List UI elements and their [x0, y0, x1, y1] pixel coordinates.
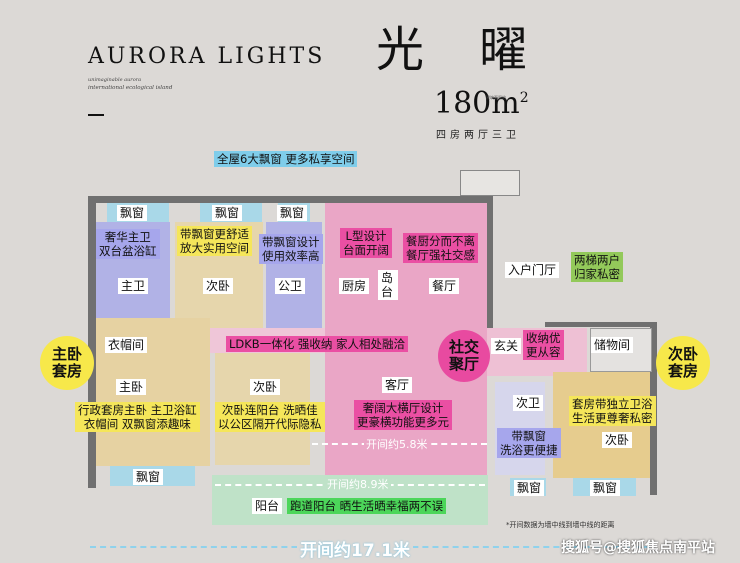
- label-bedroom: 次卧: [203, 278, 234, 294]
- tag-line: 使用效率高: [262, 249, 320, 263]
- label-bedroom: 次卧: [602, 432, 633, 448]
- tag-bedroom3: 次卧连阳台 洗晒佳以公区隔开代际隐私: [215, 402, 325, 432]
- wall-storage-top: [545, 322, 657, 327]
- label-bay-window: 飘窗: [514, 480, 545, 496]
- area-sup: 2: [519, 90, 529, 106]
- area-caption: 建筑面积约: [486, 95, 506, 100]
- divider: [88, 114, 104, 116]
- wall-left: [88, 196, 96, 488]
- label-balcony: 阳台: [252, 498, 283, 514]
- tag-line: 带飘窗更舒适: [180, 227, 249, 241]
- tag-line: 套房: [51, 362, 82, 380]
- wall-right-entry: [487, 203, 493, 328]
- tag-line: 次卧: [667, 345, 698, 363]
- brand-title-en: AURORA LIGHTS: [88, 44, 326, 69]
- wall-top: [88, 196, 493, 203]
- tag-line: L型设计: [345, 229, 387, 243]
- label-master-bath: 主卫: [118, 278, 149, 294]
- tag-line: 归家私密: [574, 267, 620, 281]
- label-bath2: 次卫: [513, 395, 544, 411]
- label-dining: 餐厅: [429, 278, 460, 294]
- tag-elevator: 两梯两户归家私密: [571, 252, 623, 282]
- tag-line: 行政套房主卧 主卫浴缸: [78, 403, 197, 417]
- label-bedroom: 次卧: [250, 379, 281, 395]
- tag-line: 带飘窗: [511, 429, 547, 443]
- label-bay-window: 飘窗: [212, 205, 243, 221]
- tag-bath2: 带飘窗洗浴更便捷: [497, 428, 561, 458]
- label-island: 岛台: [378, 270, 398, 300]
- dim-balcony: 开间约8.9米: [325, 476, 391, 492]
- tag-kitchen: L型设计台面开阔: [340, 228, 392, 258]
- layout-type: 四房两厅三卫: [436, 130, 520, 141]
- label-entry-hall: 入户门厅: [505, 262, 560, 278]
- dim-total: 开间约17.1米: [297, 536, 413, 561]
- tag-foyer: 收纳优更从容: [523, 330, 564, 360]
- footnote: *开间数据为墙中线到墙中线的距离: [506, 521, 615, 529]
- label-master-bedroom: 主卧: [116, 379, 147, 395]
- tag-master: 行政套房主卧 主卫浴缸衣帽间 双飘窗添趣味: [75, 402, 200, 432]
- bubble-second-suite: 次卧套房: [656, 336, 710, 390]
- tag-balcony: 跑道阳台 晒生活晒幸福两不误: [287, 498, 447, 514]
- tag-line: 两梯两户: [574, 253, 620, 267]
- tag-line: 餐厨分而不离: [406, 234, 475, 248]
- tag-windows: 全屋6大飘窗 更多私享空间: [214, 151, 358, 167]
- tag-bedroom4: 套房带独立卫浴生活更尊奢私密: [569, 396, 656, 426]
- tag-line: 奢华主卫: [104, 230, 151, 244]
- tag-line: 双台盆浴缸: [99, 244, 157, 258]
- tag-line: 衣帽间 双飘窗添趣味: [83, 417, 191, 431]
- dim-living: 开间约5.8米: [364, 436, 430, 452]
- label-closet: 衣帽间: [105, 337, 148, 353]
- tag-line: 次卧连阳台 洗晒佳: [221, 403, 318, 417]
- bubble-master-suite: 主卧套房: [40, 336, 94, 390]
- watermark: 搜狐号@搜狐焦点南平站: [561, 540, 715, 556]
- area: 180m2: [434, 86, 529, 121]
- tag-line: 奢阔大横厅设计: [362, 401, 444, 415]
- tag-line: 聚厅: [448, 355, 479, 373]
- bubble-social: 社交聚厅: [438, 330, 490, 382]
- brand-subtitle-1: unimaginable aurora: [88, 77, 142, 83]
- tag-master-bath: 奢华主卫双台盆浴缸: [96, 229, 160, 259]
- label-living: 客厅: [382, 377, 413, 393]
- brand-subtitle-2: international ecological island: [88, 85, 173, 91]
- tag-dining: 餐厨分而不离餐厅强社交感: [403, 233, 478, 263]
- brand-title-cn: 光 曜: [376, 22, 548, 78]
- tag-line: 台面开阔: [343, 243, 389, 257]
- tag-line: 更从容: [526, 345, 561, 359]
- tag-ldkb: LDKB一体化 强收纳 家人相处融洽: [226, 336, 409, 352]
- area-value: 180m: [434, 86, 520, 121]
- label-public-bath: 公卫: [275, 278, 306, 294]
- tag-line: 生活更尊奢私密: [572, 411, 653, 425]
- tag-line: 社交: [448, 338, 479, 356]
- label-foyer: 玄关: [491, 338, 522, 354]
- label-bay-window: 飘窗: [133, 469, 164, 485]
- label-bay-window: 飘窗: [117, 205, 148, 221]
- tag-line: 更豪横功能更多元: [357, 415, 449, 429]
- tag-line: 以公区隔开代际隐私: [218, 417, 322, 431]
- tag-bedroom2: 带飘窗更舒适放大实用空间: [177, 226, 252, 256]
- label-kitchen: 厨房: [339, 278, 370, 294]
- tag-line: 放大实用空间: [180, 241, 249, 255]
- tag-line: 收纳优: [526, 331, 561, 345]
- tag-line: 洗浴更便捷: [500, 443, 558, 457]
- tag-public-bath: 带飘窗设计使用效率高: [259, 234, 323, 264]
- elevator-shaft: [460, 170, 520, 196]
- tag-line: 带飘窗设计: [262, 235, 320, 249]
- tag-line: 餐厅强社交感: [406, 248, 475, 262]
- label-bay-window: 飘窗: [590, 480, 621, 496]
- tag-living: 奢阔大横厅设计更豪横功能更多元: [354, 400, 452, 430]
- label-storage: 储物间: [591, 337, 634, 353]
- label-bay-window: 飘窗: [277, 205, 308, 221]
- tag-line: 主卧: [51, 345, 82, 363]
- tag-line: 套房带独立卫浴: [572, 397, 653, 411]
- tag-line: 套房: [667, 362, 698, 380]
